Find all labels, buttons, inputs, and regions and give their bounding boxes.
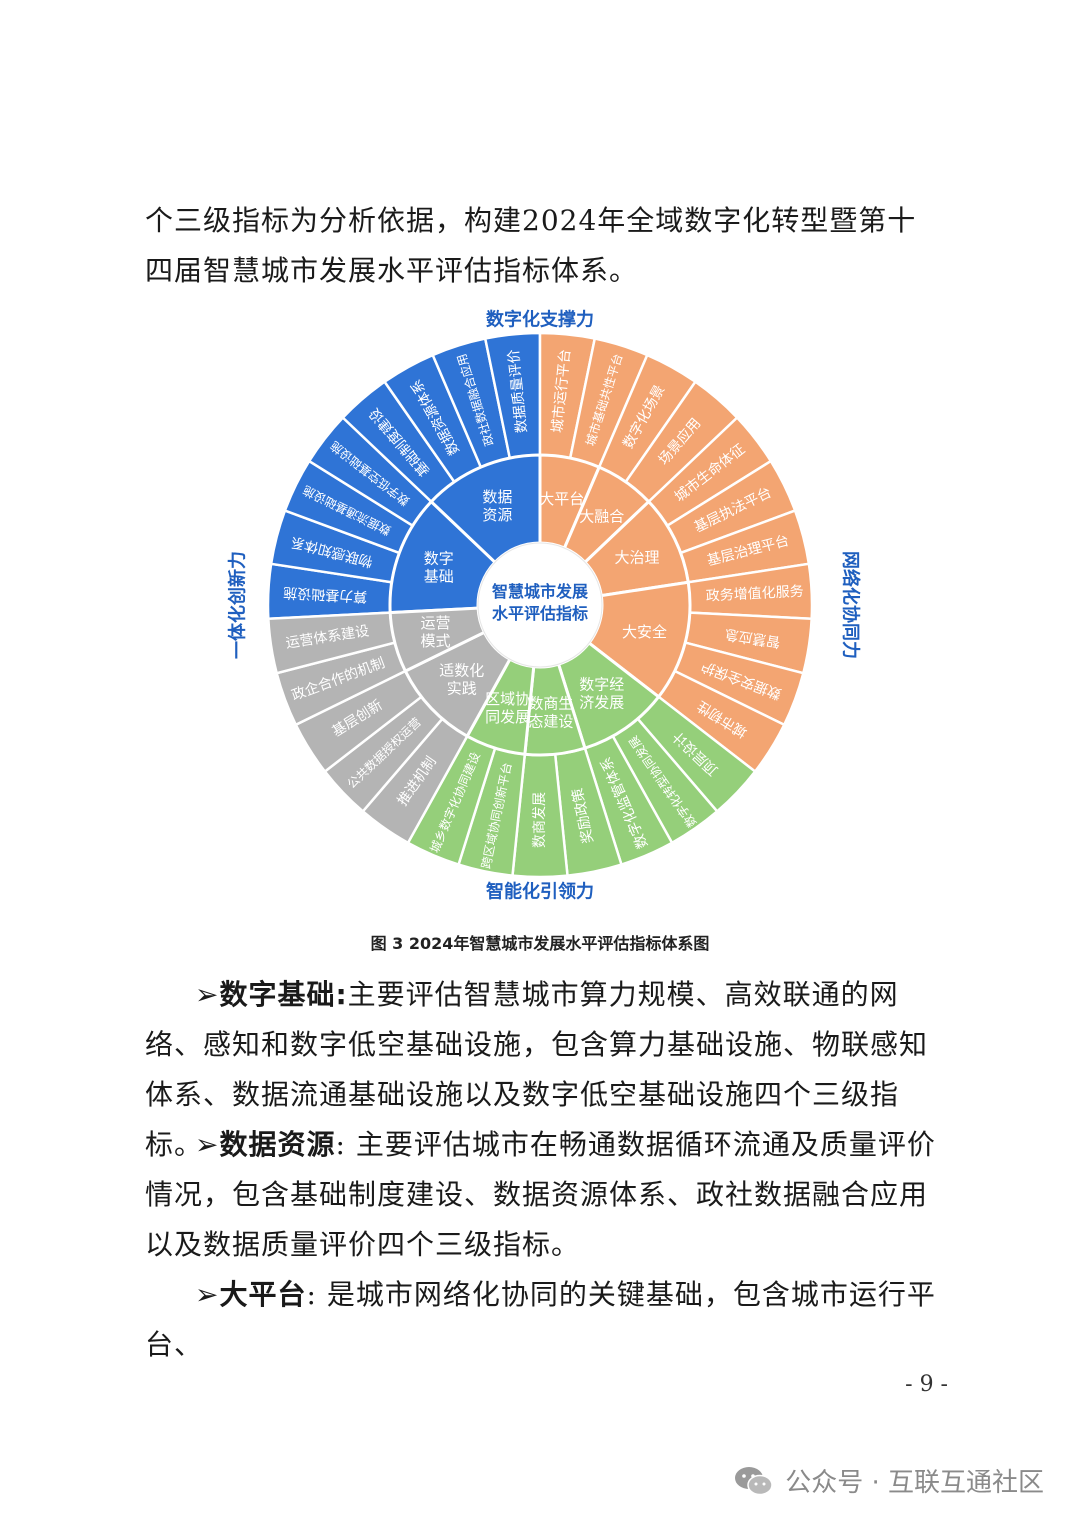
wheel-segments [266, 331, 814, 879]
indicator-wheel-diagram: 算力基础设施物联感知体系数据流通基础设施数字低空基础设施数字基础基础制度建设数据… [227, 309, 862, 903]
wheel-center-circle [477, 542, 603, 668]
paragraph-term: 数据资源 [219, 1128, 336, 1161]
paragraph-text: : 主要评估城市在畅通数据循环流通及质量评价情况，包含基础制度建设、数据资源体系… [145, 1128, 936, 1261]
wheel-group-label: 数据资源 [482, 488, 512, 524]
paragraph-term: 数字基础: [219, 978, 348, 1011]
wheel-item-label: 政务增值化服务 [705, 584, 804, 605]
category-label-right: 网络化协同力 [840, 551, 862, 659]
paragraph-term: 大平台 [219, 1278, 307, 1311]
category-label-top: 数字化支撑力 [486, 309, 594, 331]
paragraph-text: : 是城市网络化协同的关键基础，包含城市运行平台、 [145, 1278, 936, 1361]
watermark-text: 公众号 · 互联互通社区 [785, 1468, 1044, 1498]
wheel-group-label: 数字经济发展 [579, 676, 624, 712]
wheel-group-label: 数商生态建设 [528, 694, 573, 730]
wheel-group-label: 区域协同发展 [485, 690, 530, 726]
wheel-group-label: 大治理 [614, 548, 659, 566]
paragraph-big-platform: ➢大平台: 是城市网络化协同的关键基础，包含城市运行平台、 [145, 1270, 945, 1370]
wheel-group-label: 大平台 [539, 490, 584, 508]
wheel-center-title: 智慧城市发展 [492, 582, 589, 601]
wheel-center-title: 水平评估指标 [492, 604, 588, 623]
wechat-icon [735, 1466, 773, 1495]
bullet-arrow: ➢ [195, 1278, 220, 1311]
bullet-arrow: ➢ [195, 1128, 220, 1161]
figure-caption: 图 3 2024年智慧城市发展水平评估指标体系图 [370, 934, 710, 953]
paragraph-data-resources: ➢数据资源: 主要评估城市在畅通数据循环流通及质量评价情况，包含基础制度建设、数… [145, 1120, 945, 1270]
wheel-group-label: 数字基础 [424, 549, 454, 585]
bullet-arrow: ➢ [195, 978, 220, 1011]
wheel-item-label: 算力基础设施 [283, 584, 368, 605]
paragraph-text: 主要评估智慧城市算力规模、高效联通的网络、感知和数字低空基础设施，包含算力基础设… [145, 978, 929, 1161]
wheel-group-label: 适数化实践 [439, 661, 484, 697]
intro-paragraph: 个三级指标为分析依据，构建2024年全域数字化转型暨第十四届智慧城市发展水平评估… [145, 204, 917, 287]
page-number: - 9 - [905, 1372, 948, 1397]
wheel-group-label: 运营模式 [420, 614, 450, 650]
watermark: 公众号 · 互联互通社区 [733, 1462, 1044, 1499]
category-label-left: 一体化创新力 [227, 551, 249, 659]
wheel-group-label: 大融合 [579, 507, 624, 525]
category-label-bottom: 智能化引领力 [486, 881, 594, 903]
paragraph-data-foundation: ➢数字基础:主要评估智慧城市算力规模、高效联通的网络、感知和数字低空基础设施，包… [145, 970, 945, 1170]
wheel-group-label: 大安全 [622, 623, 667, 641]
wheel-item-label: 数商发展 [532, 792, 548, 848]
